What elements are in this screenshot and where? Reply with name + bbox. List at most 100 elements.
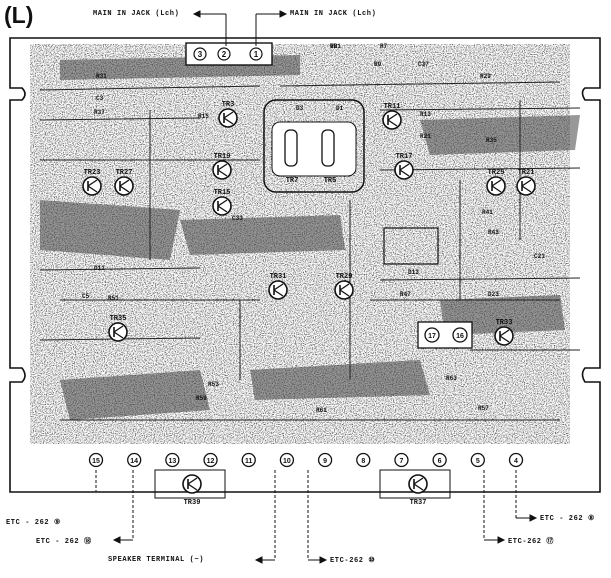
- svg-text:TR19: TR19: [214, 153, 231, 161]
- svg-text:6: 6: [438, 458, 442, 465]
- terminal-5: 5: [470, 452, 485, 468]
- transistor-tr5: TR5: [324, 177, 337, 185]
- svg-text:TR23: TR23: [84, 169, 101, 177]
- component-c5: C5: [82, 293, 90, 300]
- svg-text:TR31: TR31: [270, 273, 287, 281]
- terminal-10: 10: [279, 452, 295, 468]
- component-r51: R51: [108, 295, 119, 302]
- svg-text:7: 7: [400, 458, 404, 465]
- transistor-tr23: TR23: [82, 169, 102, 196]
- transistor-tr17: TR17: [394, 153, 414, 180]
- transistor-tr37: TR37: [408, 474, 428, 507]
- svg-text:TR5: TR5: [324, 177, 337, 185]
- transistor-tr15: TR15: [212, 189, 232, 216]
- board-outline: [9, 37, 601, 493]
- svg-text:4: 4: [514, 458, 518, 465]
- svg-text:TR15: TR15: [214, 189, 231, 197]
- svg-text:16: 16: [456, 333, 464, 340]
- callout-etc-9: ETC - 262 ⑨: [6, 519, 61, 527]
- svg-text:8: 8: [361, 458, 365, 465]
- transistor-tr33: TR33: [494, 319, 514, 346]
- callout-arrows: [95, 10, 538, 564]
- pad-box-center: [383, 227, 439, 265]
- callout-speaker-terminal: SPEAKER TERMINAL (−): [108, 556, 205, 564]
- svg-text:14: 14: [130, 458, 138, 465]
- terminal-15: 15: [88, 452, 104, 468]
- component-r3: R3: [330, 43, 338, 50]
- terminal-14: 14: [127, 452, 142, 468]
- svg-text:TR39: TR39: [184, 499, 201, 507]
- callout-etc-18: ETC - 262 ⑱: [36, 538, 92, 546]
- component-r43: R43: [488, 229, 499, 236]
- bottom-terminals: 15 14 13 12 11 10 9 8 7 6 5 4: [88, 452, 524, 468]
- terminal-12: 12: [203, 452, 218, 468]
- component-r9: R9: [374, 61, 382, 68]
- svg-text:13: 13: [168, 458, 176, 465]
- component-r21: R21: [420, 133, 431, 140]
- transistor-tr3: TR3: [218, 101, 238, 128]
- component-c37: C37: [418, 61, 429, 68]
- svg-text:TR21: TR21: [518, 169, 535, 177]
- callout-etc-17: ETC-262 ⑰: [508, 538, 555, 546]
- transistor-tr27: TR27: [114, 169, 134, 196]
- top-pin-1: 1: [249, 47, 263, 61]
- pad-17: 17: [424, 327, 440, 343]
- svg-text:TR33: TR33: [496, 319, 513, 327]
- component-r7: R7: [380, 43, 388, 50]
- svg-text:5: 5: [476, 458, 480, 465]
- main-in-jack-right-label: MAIN IN JACK (Lch): [290, 10, 377, 18]
- terminal-7: 7: [394, 452, 409, 468]
- svg-text:TR25: TR25: [488, 169, 505, 177]
- terminal-9: 9: [317, 452, 333, 468]
- side-label: (L): [4, 2, 34, 28]
- component-r35: R35: [486, 137, 497, 144]
- svg-text:9: 9: [323, 458, 327, 465]
- svg-text:17: 17: [428, 333, 436, 340]
- top-pin-2: 2: [217, 47, 231, 61]
- terminal-11: 11: [241, 452, 256, 468]
- svg-text:TR17: TR17: [396, 153, 413, 161]
- callout-etc-8: ETC - 262 ⑧: [540, 515, 595, 523]
- callout-etc-10: ETC-262 ⑩: [330, 557, 376, 565]
- component-r59: R59: [196, 395, 207, 402]
- component-vr1: VR1: [330, 43, 341, 50]
- terminal-13: 13: [165, 452, 180, 468]
- component-d1: D1: [336, 105, 344, 112]
- component-d3: D3: [296, 105, 304, 112]
- transistor-tr11: TR11: [382, 103, 402, 130]
- svg-text:TR7: TR7: [286, 177, 299, 185]
- svg-text:1: 1: [254, 50, 259, 59]
- component-c33: C33: [232, 215, 243, 222]
- transistor-tr19: TR19: [212, 153, 232, 180]
- component-r29: R29: [480, 73, 491, 80]
- center-heatsink-outline: [263, 99, 365, 193]
- svg-text:TR29: TR29: [336, 273, 353, 281]
- transistor-tr31: TR31: [268, 273, 288, 300]
- component-r13: R13: [420, 111, 431, 118]
- svg-text:11: 11: [245, 458, 253, 465]
- transistor-tr29: TR29: [334, 273, 354, 300]
- svg-text:10: 10: [283, 458, 291, 465]
- component-c3: C3: [96, 95, 104, 102]
- component-r61: R61: [316, 407, 327, 414]
- transistor-tr35: TR35: [108, 315, 128, 342]
- pad-16: 16: [452, 327, 468, 343]
- svg-text:12: 12: [207, 458, 215, 465]
- terminal-8: 8: [356, 452, 371, 468]
- component-r31: R31: [96, 73, 107, 80]
- transistor-tr39: TR39: [182, 474, 202, 507]
- svg-text:2: 2: [222, 50, 227, 59]
- main-in-jack-left-label: MAIN IN JACK (Lch): [93, 10, 180, 18]
- svg-text:TR37: TR37: [410, 499, 427, 507]
- component-d13: D13: [408, 269, 419, 276]
- terminal-4: 4: [508, 452, 524, 468]
- component-r37: R37: [94, 109, 105, 116]
- svg-text:TR3: TR3: [222, 101, 235, 109]
- transistor-tr7: TR7: [286, 177, 299, 185]
- svg-text:TR35: TR35: [110, 315, 127, 323]
- component-d23: D23: [488, 291, 499, 298]
- component-r15: R15: [198, 113, 209, 120]
